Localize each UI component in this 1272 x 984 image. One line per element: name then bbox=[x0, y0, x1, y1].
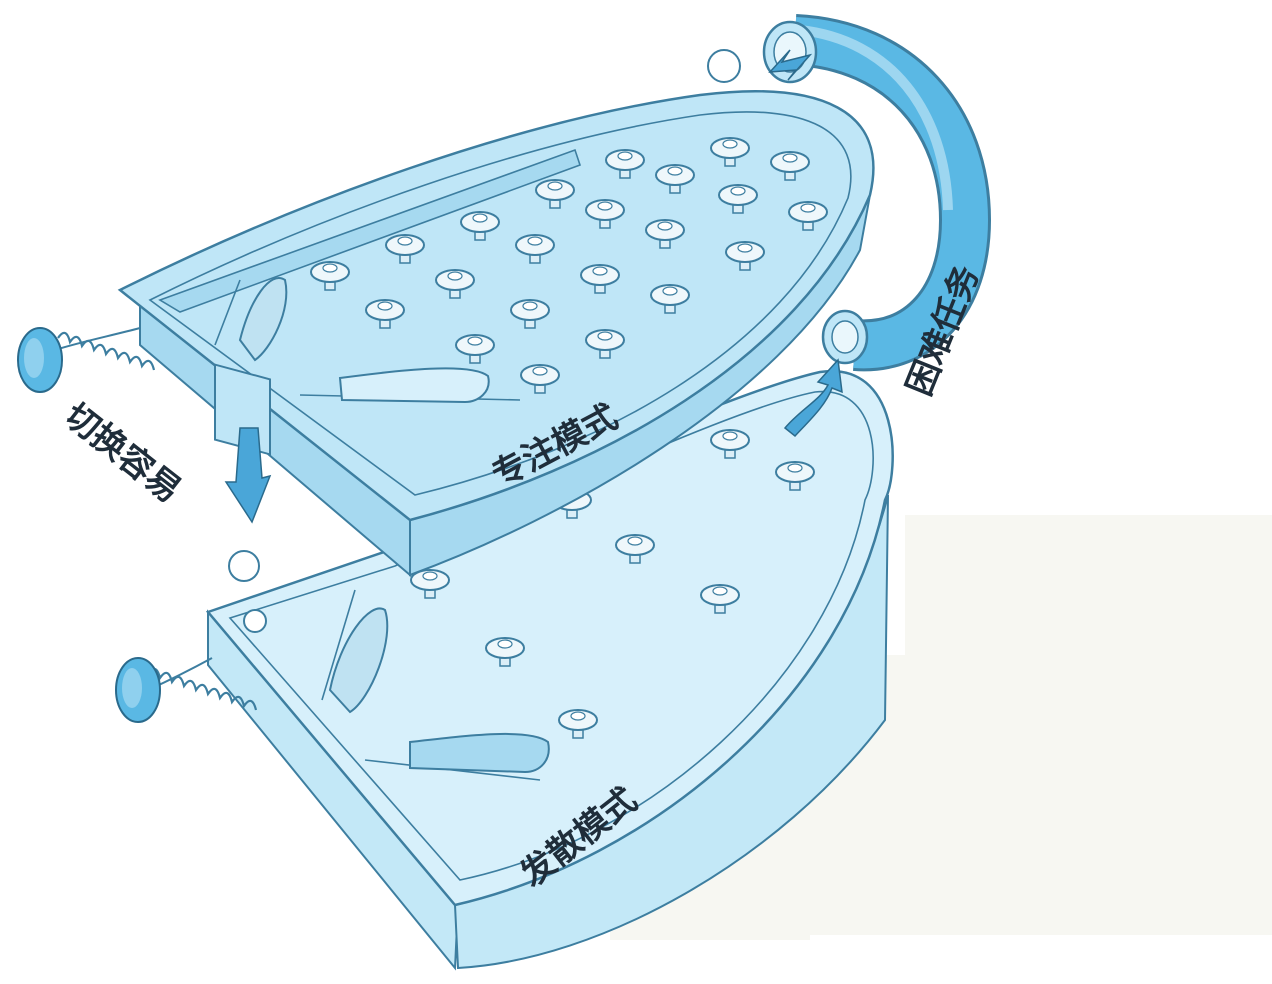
flipper-paddle bbox=[328, 607, 389, 714]
pinball-bumper-icon bbox=[650, 284, 690, 314]
pinball-bumper-icon bbox=[725, 241, 765, 271]
pinball-bumper-icon bbox=[310, 261, 350, 291]
spring-plunger-icon bbox=[115, 657, 258, 723]
focused-bumpers bbox=[310, 137, 828, 394]
pinball-ball-icon bbox=[228, 550, 260, 582]
background-patch bbox=[610, 515, 1272, 940]
arrow-icon bbox=[768, 49, 813, 81]
pinball-bumper-icon bbox=[535, 179, 575, 209]
pinball-ball-icon bbox=[707, 49, 741, 83]
pinball-bumper-icon bbox=[605, 149, 645, 179]
pinball-bumper-icon bbox=[770, 151, 810, 181]
arrow-icon bbox=[783, 358, 843, 438]
arrow-icon bbox=[224, 427, 272, 524]
pinball-bumper-icon bbox=[460, 211, 500, 241]
pinball-bumper-icon bbox=[718, 184, 758, 214]
pinball-bumper-icon bbox=[520, 364, 560, 394]
flipper-paddle bbox=[238, 277, 288, 362]
pinball-bumper-icon bbox=[455, 334, 495, 364]
pinball-bumper-icon bbox=[510, 299, 550, 329]
spring-plunger-icon bbox=[17, 327, 156, 393]
focused-board-surface bbox=[117, 90, 875, 522]
pinball-bumper-icon bbox=[485, 637, 525, 667]
pinball-bumper-icon bbox=[700, 584, 740, 614]
pinball-bumper-icon bbox=[365, 299, 405, 329]
pinball-bumper-icon bbox=[615, 534, 655, 564]
flipper-bar bbox=[409, 732, 550, 774]
diffuse-mode-board bbox=[205, 369, 894, 971]
pinball-bumper-icon bbox=[585, 329, 625, 359]
easy-switch-label: 切换容易 bbox=[56, 396, 188, 511]
pinball-bumper-icon bbox=[710, 429, 750, 459]
pinball-bumper-icon bbox=[580, 264, 620, 294]
pinball-bumper-icon bbox=[435, 269, 475, 299]
focused-mode-board bbox=[117, 90, 875, 578]
pinball-bumper-icon bbox=[655, 164, 695, 194]
pinball-bumper-icon bbox=[585, 199, 625, 229]
pinball-bumper-icon bbox=[775, 461, 815, 491]
pinball-bumper-icon bbox=[410, 569, 450, 599]
pinball-bumper-icon bbox=[558, 709, 598, 739]
pinball-bumper-icon bbox=[710, 137, 750, 167]
flipper-bar bbox=[338, 367, 490, 404]
pinball-bumper-icon bbox=[788, 201, 828, 231]
pinball-ball-icon bbox=[243, 609, 267, 633]
pinball-bumper-icon bbox=[515, 234, 555, 264]
pinball-bumper-icon bbox=[385, 234, 425, 264]
pinball-bumper-icon bbox=[645, 219, 685, 249]
